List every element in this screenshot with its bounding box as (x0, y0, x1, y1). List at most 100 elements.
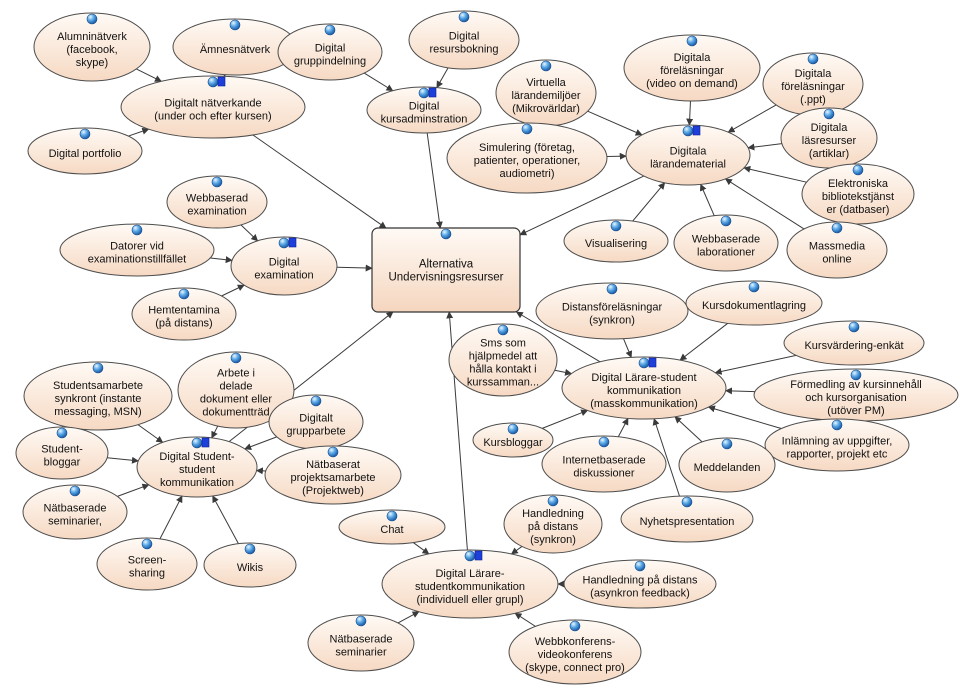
node-wikis[interactable]: Wikis (203, 542, 297, 588)
node-label: Distansföreläsningar(synkron) (562, 302, 663, 327)
node-label-line: Internetbaserade (562, 455, 645, 467)
concept-ball-icon (540, 60, 552, 72)
node-larstudind[interactable]: Digital Lärare-studentkommunikation(indi… (381, 549, 559, 619)
concept-ball-icon (458, 11, 470, 23)
node-kursvard[interactable]: Kursvärdering-enkät (783, 320, 925, 366)
edge-digexam-to-center (336, 264, 373, 272)
node-handasynk[interactable]: Handledning på distans(asynkron feedback… (563, 559, 717, 609)
node-label-line: kursadminstration (381, 114, 468, 126)
node-kursdok[interactable]: Kursdokumentlagring (685, 280, 823, 326)
node-alumni[interactable]: Alumninätverk(facebook,skype) (33, 12, 151, 82)
edge-nyhets-to-larstudmass (652, 418, 680, 497)
node-nyhets[interactable]: Nyhetspresentation (620, 495, 754, 543)
node-label: Nyhetspresentation (640, 516, 735, 528)
node-label-line: Digitala (795, 68, 833, 80)
concept-ball-icon (852, 164, 864, 176)
node-label-line: student (179, 464, 215, 476)
node-label-line: Chat (380, 524, 403, 536)
concept-ball-icon (823, 108, 835, 120)
node-screen[interactable]: Screen-sharing (96, 537, 198, 591)
edge-larstudmass-to-center (515, 311, 601, 363)
node-ellipse (678, 437, 776, 493)
node-label: Wikis (237, 562, 264, 574)
node-label-line: skype) (76, 57, 108, 69)
node-hemtentamina[interactable]: Hemtentamina(på distans) (131, 287, 237, 341)
node-distansforel[interactable]: Distansföreläsningar(synkron) (535, 282, 689, 340)
node-kursbloggar[interactable]: Kursbloggar (472, 422, 554, 458)
node-label-line: (facebook, (66, 44, 117, 56)
topic-marker-icon (217, 76, 226, 87)
node-ellipse (563, 559, 717, 609)
node-portfolio[interactable]: Digital portfolio (27, 127, 143, 175)
node-amnes[interactable]: Ämnesnätverk (172, 18, 298, 76)
node-ellipse (264, 445, 402, 505)
node-label-line: (asynkron feedback) (590, 588, 690, 600)
node-webbkonf[interactable]: Webbkonferens-videokonferens(skype, conn… (508, 619, 642, 685)
node-inlamning[interactable]: Inlämning av uppgifter,rapporter, projek… (764, 418, 910, 472)
node-label-line: (på distans) (155, 318, 212, 330)
node-label: Webbkonferens-videokonferens(skype, conn… (525, 636, 625, 674)
node-studbloggar[interactable]: Student-bloggar (15, 426, 109, 480)
node-label-line: dokumentträd (202, 407, 269, 419)
edge-sms-to-larstudmass (554, 368, 573, 376)
node-label: Visualisering (585, 238, 647, 250)
central-box (371, 227, 521, 313)
node-ellipse (366, 86, 482, 134)
concept-ball-icon (86, 13, 98, 25)
node-visual[interactable]: Visualisering (563, 219, 669, 263)
node-ellipse (783, 320, 925, 366)
node-label-line: Alternativa (419, 259, 474, 271)
node-label-line: lärandematerial (650, 159, 726, 171)
node-natverk[interactable]: Digitalt nätverkande(under och efter kur… (120, 75, 306, 139)
node-label-line: Handledning på distans (583, 575, 698, 587)
node-ellipse (764, 418, 910, 472)
node-label-line: Förmedling av kursinnehåll (790, 379, 921, 391)
node-label-line: läsresurser (802, 135, 857, 147)
concept-ball-icon (606, 283, 618, 295)
concept-ball-icon (79, 128, 91, 140)
node-meddelanden[interactable]: Meddelanden (678, 437, 776, 493)
node-simulering[interactable]: Simulering (företag,patienter, operation… (446, 122, 608, 194)
node-chat[interactable]: Chat (338, 509, 446, 545)
node-label-line: grupparbete (286, 426, 345, 438)
concept-ball-icon (327, 446, 339, 458)
node-label: Chat (380, 524, 403, 536)
concept-ball-icon (211, 176, 223, 188)
node-label: Kursbloggar (483, 437, 543, 449)
node-label-line: Digitala (674, 52, 712, 64)
edge-gruppind-to-kursadm (363, 72, 394, 92)
